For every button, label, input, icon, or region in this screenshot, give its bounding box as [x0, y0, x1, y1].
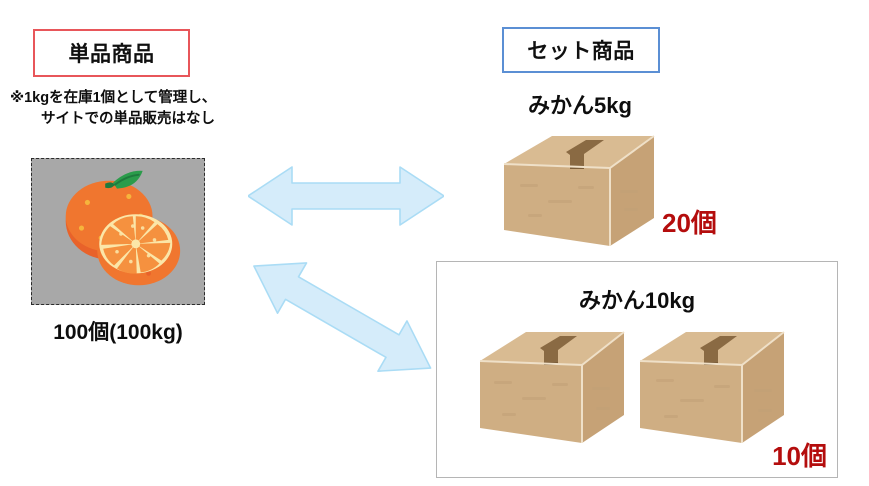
carton-box-10kg-second-icon: [636, 329, 788, 447]
note-line-1: ※1kgを在庫1個として管理し、: [10, 90, 217, 106]
mikan-image-frame: [31, 158, 205, 305]
mikan-oranges-icon: [65, 170, 181, 286]
carton-box-5kg-icon: [500, 134, 658, 249]
set-product-header-label: セット商品: [527, 40, 635, 63]
note-line-2: サイトでの単品販売はなし: [41, 111, 215, 128]
set-item-10kg-panel: みかん10kg: [436, 261, 838, 478]
single-product-header-label: 単品商品: [68, 43, 155, 66]
arrow-horizontal-double-icon: [247, 163, 445, 229]
single-product-note: ※1kgを在庫1個として管理し、 サイトでの単品販売はなし: [8, 88, 248, 130]
set-item-5kg-count: 20個: [662, 208, 717, 238]
set-item-10kg-count: 10個: [772, 441, 827, 471]
set-item-10kg-label: みかん10kg: [578, 288, 696, 313]
set-item-5kg-label: みかん5kg: [528, 93, 632, 118]
single-product-count: 100個(100kg): [53, 321, 183, 344]
set-product-header: セット商品: [502, 27, 660, 73]
arrow-diagonal-double-icon: [236, 255, 448, 380]
carton-box-10kg-first-icon: [476, 329, 628, 447]
single-product-header: 単品商品: [33, 29, 190, 77]
